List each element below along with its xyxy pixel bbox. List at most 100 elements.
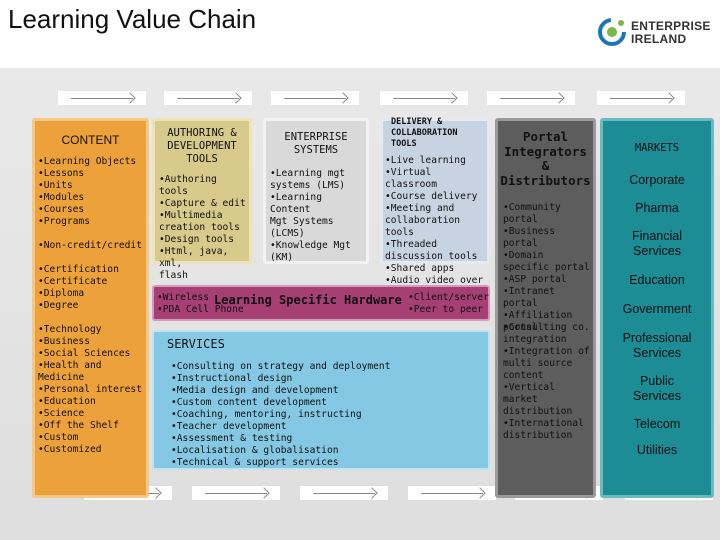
- market-label: Services: [633, 345, 681, 360]
- logo-line-1: ENTERPRISE: [631, 19, 711, 33]
- content-heading: CONTENT: [61, 133, 120, 147]
- list-item: flash: [159, 270, 188, 281]
- list-item: •Units: [38, 180, 73, 191]
- enterprise-heading: ENTERPRISE SYSTEMS: [266, 131, 366, 157]
- list-item: distribution: [503, 406, 573, 417]
- flow-arrow: [58, 91, 146, 105]
- heading-line: Integrators: [504, 143, 587, 159]
- authoring-list: •Authoring tools •Capture & edit •Multim…: [159, 174, 246, 282]
- list-item: •Vertical market: [503, 382, 555, 405]
- list-item: creation tools: [159, 222, 240, 233]
- list-item: •Peer to peer: [408, 304, 484, 315]
- heading-line: DELIVERY &: [391, 117, 443, 127]
- list-item: collaboration tools: [385, 215, 461, 238]
- list-item: •Media design and development: [171, 385, 339, 396]
- list-item: •Social Sciences: [38, 348, 131, 359]
- heading-line: TOOLS: [186, 153, 218, 165]
- flow-arrow: [408, 486, 496, 500]
- list-item: •Teacher development: [171, 421, 287, 432]
- content-certification-group: •Certification •Certificate •Diploma •De…: [38, 264, 119, 312]
- hardware-right-list: •Client/server •Peer to peer: [408, 292, 489, 316]
- list-item: •Health and Medicine: [38, 360, 102, 383]
- list-item: •Knowledge Mgt: [270, 240, 351, 251]
- heading-line: Distributors: [500, 172, 591, 188]
- portal-types-group: •Community portal •Business portal •Doma…: [503, 202, 591, 334]
- services-heading: SERVICES: [167, 337, 225, 351]
- list-item: •Certificate: [38, 276, 108, 287]
- list-item: •Integration of: [503, 346, 590, 357]
- list-item: •Capture & edit: [159, 198, 246, 209]
- list-item: •Business portal: [503, 226, 555, 249]
- list-item: •Wireless: [157, 292, 209, 303]
- heading-line: COLLABORATION: [391, 128, 458, 138]
- list-item: •Localisation & globalisation: [171, 445, 339, 456]
- markets-heading: MARKETS: [634, 142, 680, 154]
- list-item: •Custom: [38, 432, 79, 443]
- list-item: discussion tools: [385, 251, 478, 262]
- heading-line: Portal: [522, 129, 569, 144]
- enterprise-systems-column: ENTERPRISE SYSTEMS •Learning mgt systems…: [263, 118, 369, 264]
- hardware-title: Learning Specific Hardware: [214, 293, 402, 307]
- list-item: Mgt Systems: [270, 216, 334, 227]
- flow-arrow: [487, 91, 575, 105]
- list-item: •Technology: [38, 324, 102, 335]
- list-item: •International: [503, 418, 584, 429]
- list-item: •Affiliation: [503, 310, 573, 321]
- delivery-list: •Live learning •Virtual classroom •Cours…: [385, 155, 487, 299]
- market-label: Public: [639, 374, 675, 388]
- list-item: •Science: [38, 408, 85, 419]
- market-item: Telecom: [603, 417, 711, 432]
- list-item: •Course delivery: [385, 191, 478, 202]
- market-item: Utilities: [603, 443, 711, 458]
- content-credit-group: •Non-credit/credit: [38, 240, 142, 252]
- list-item: •Learning Objects: [38, 156, 137, 167]
- list-item: •Community: [503, 202, 561, 213]
- list-item: •Off the Shelf: [38, 420, 119, 431]
- list-item: •Client/server: [408, 292, 489, 303]
- list-item: •Modules: [38, 192, 85, 203]
- portal-heading: Portal Integrators & Distributors: [498, 129, 593, 188]
- list-item: •Learning Content: [270, 192, 322, 215]
- list-item: •Customized: [38, 444, 102, 455]
- list-item: •Authoring tools: [159, 174, 217, 197]
- slide-title: Learning Value Chain: [8, 4, 257, 34]
- list-item: •Virtual classroom: [385, 167, 437, 190]
- list-item: multi source: [503, 358, 573, 369]
- list-item: •Multimedia: [159, 210, 223, 221]
- market-label: Education: [629, 273, 685, 287]
- portal-integrators-column: Portal Integrators & Distributors •Commu…: [495, 118, 596, 498]
- enterprise-ireland-logo: ENTERPRISE IRELAND: [597, 15, 715, 51]
- services-list: •Consulting on strategy and deployment •…: [171, 361, 391, 469]
- list-item: •Technical & support services: [171, 457, 339, 468]
- list-item: systems (LMS): [270, 180, 346, 191]
- list-item: specific portal: [503, 262, 590, 273]
- market-label: Professional: [622, 331, 692, 345]
- heading-line: &: [541, 158, 550, 173]
- list-item: •Domain: [503, 250, 544, 261]
- market-label: Corporate: [629, 173, 685, 187]
- list-item: •Design tools: [159, 234, 235, 245]
- authoring-heading: AUTHORING & DEVELOPMENT TOOLS: [155, 127, 249, 166]
- heading-line: AUTHORING &: [167, 127, 237, 139]
- list-item: •Assessment & testing: [171, 433, 293, 444]
- list-item: •Custom content development: [171, 397, 327, 408]
- market-item: Education: [603, 273, 711, 288]
- market-label: Utilities: [636, 443, 678, 457]
- list-item: •Intranet portal: [503, 286, 555, 309]
- market-item: Pharma: [603, 201, 711, 216]
- list-item: (KM): [270, 252, 294, 263]
- list-item: portal: [503, 322, 538, 333]
- flow-arrow: [597, 91, 685, 105]
- services-box: SERVICES •Consulting on strategy and dep…: [152, 330, 490, 470]
- list-item: •Shared apps: [385, 263, 455, 274]
- list-item: •Non-credit/credit: [38, 240, 142, 251]
- heading-line: DEVELOPMENT: [167, 140, 237, 152]
- heading-line: ENTERPRISE: [284, 131, 348, 143]
- list-item: •Live learning: [385, 155, 466, 166]
- market-item: Corporate: [603, 173, 711, 188]
- list-item: •Business: [38, 336, 90, 347]
- delivery-heading: DELIVERY & COLLABORATION TOOLS: [391, 117, 487, 150]
